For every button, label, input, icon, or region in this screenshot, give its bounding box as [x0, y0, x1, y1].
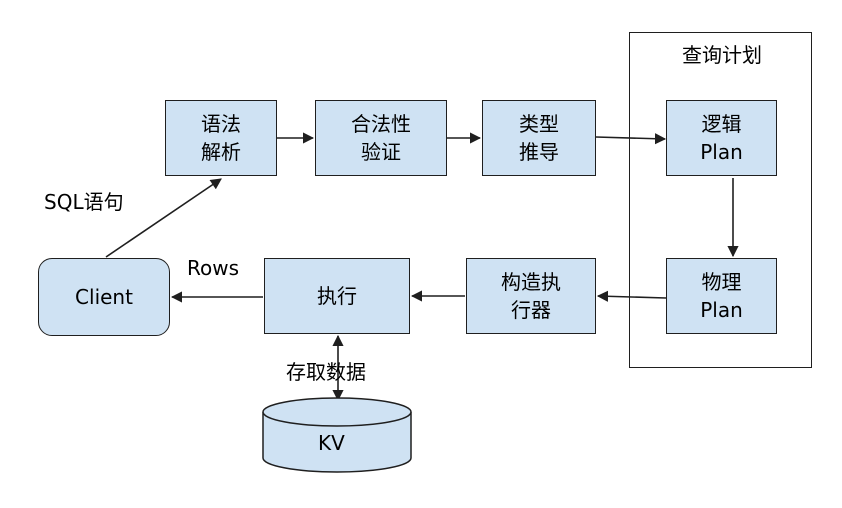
edge-client-to-parse — [105, 178, 222, 258]
node-parse-line1: 语法 — [201, 112, 241, 136]
node-typecheck-line1: 类型 — [519, 112, 559, 136]
node-validate-line1: 合法性 — [351, 112, 411, 136]
node-parse-line2: 解析 — [201, 140, 241, 164]
node-execute-line1: 执行 — [317, 284, 357, 308]
node-logical-plan-line2: Plan — [700, 140, 743, 164]
query-plan-title: 查询计划 — [682, 43, 762, 67]
kv-cylinder — [262, 397, 412, 473]
node-logical-plan-line1: 逻辑 — [701, 112, 742, 136]
edge-typecheck-to-logical — [595, 133, 667, 145]
node-validate: 合法性 验证 — [315, 100, 447, 176]
node-physical-plan-line1: 物理 — [701, 270, 742, 294]
node-physical-plan: 物理 Plan — [666, 258, 777, 334]
node-build-executor-line1: 构造执 — [501, 270, 561, 294]
node-kv-label: KV — [318, 431, 345, 455]
node-physical-plan-line2: Plan — [700, 298, 743, 322]
query-plan-group — [629, 32, 812, 368]
node-build-executor-line2: 行器 — [511, 298, 551, 322]
edge-label-sql: SQL语句 — [44, 190, 124, 214]
node-logical-plan: 逻辑 Plan — [666, 100, 777, 176]
node-execute: 执行 — [264, 258, 410, 334]
edge-physical-to-builder — [596, 290, 667, 302]
node-client: Client — [38, 258, 170, 336]
node-client-line1: Client — [75, 285, 133, 309]
node-typecheck-line2: 推导 — [519, 140, 559, 164]
edge-label-rows: Rows — [187, 256, 240, 280]
node-typecheck: 类型 推导 — [482, 100, 596, 176]
node-validate-line2: 验证 — [361, 140, 401, 164]
edge-label-data-access: 存取数据 — [286, 360, 366, 384]
node-build-executor: 构造执 行器 — [466, 258, 596, 334]
node-parse: 语法 解析 — [165, 100, 277, 176]
